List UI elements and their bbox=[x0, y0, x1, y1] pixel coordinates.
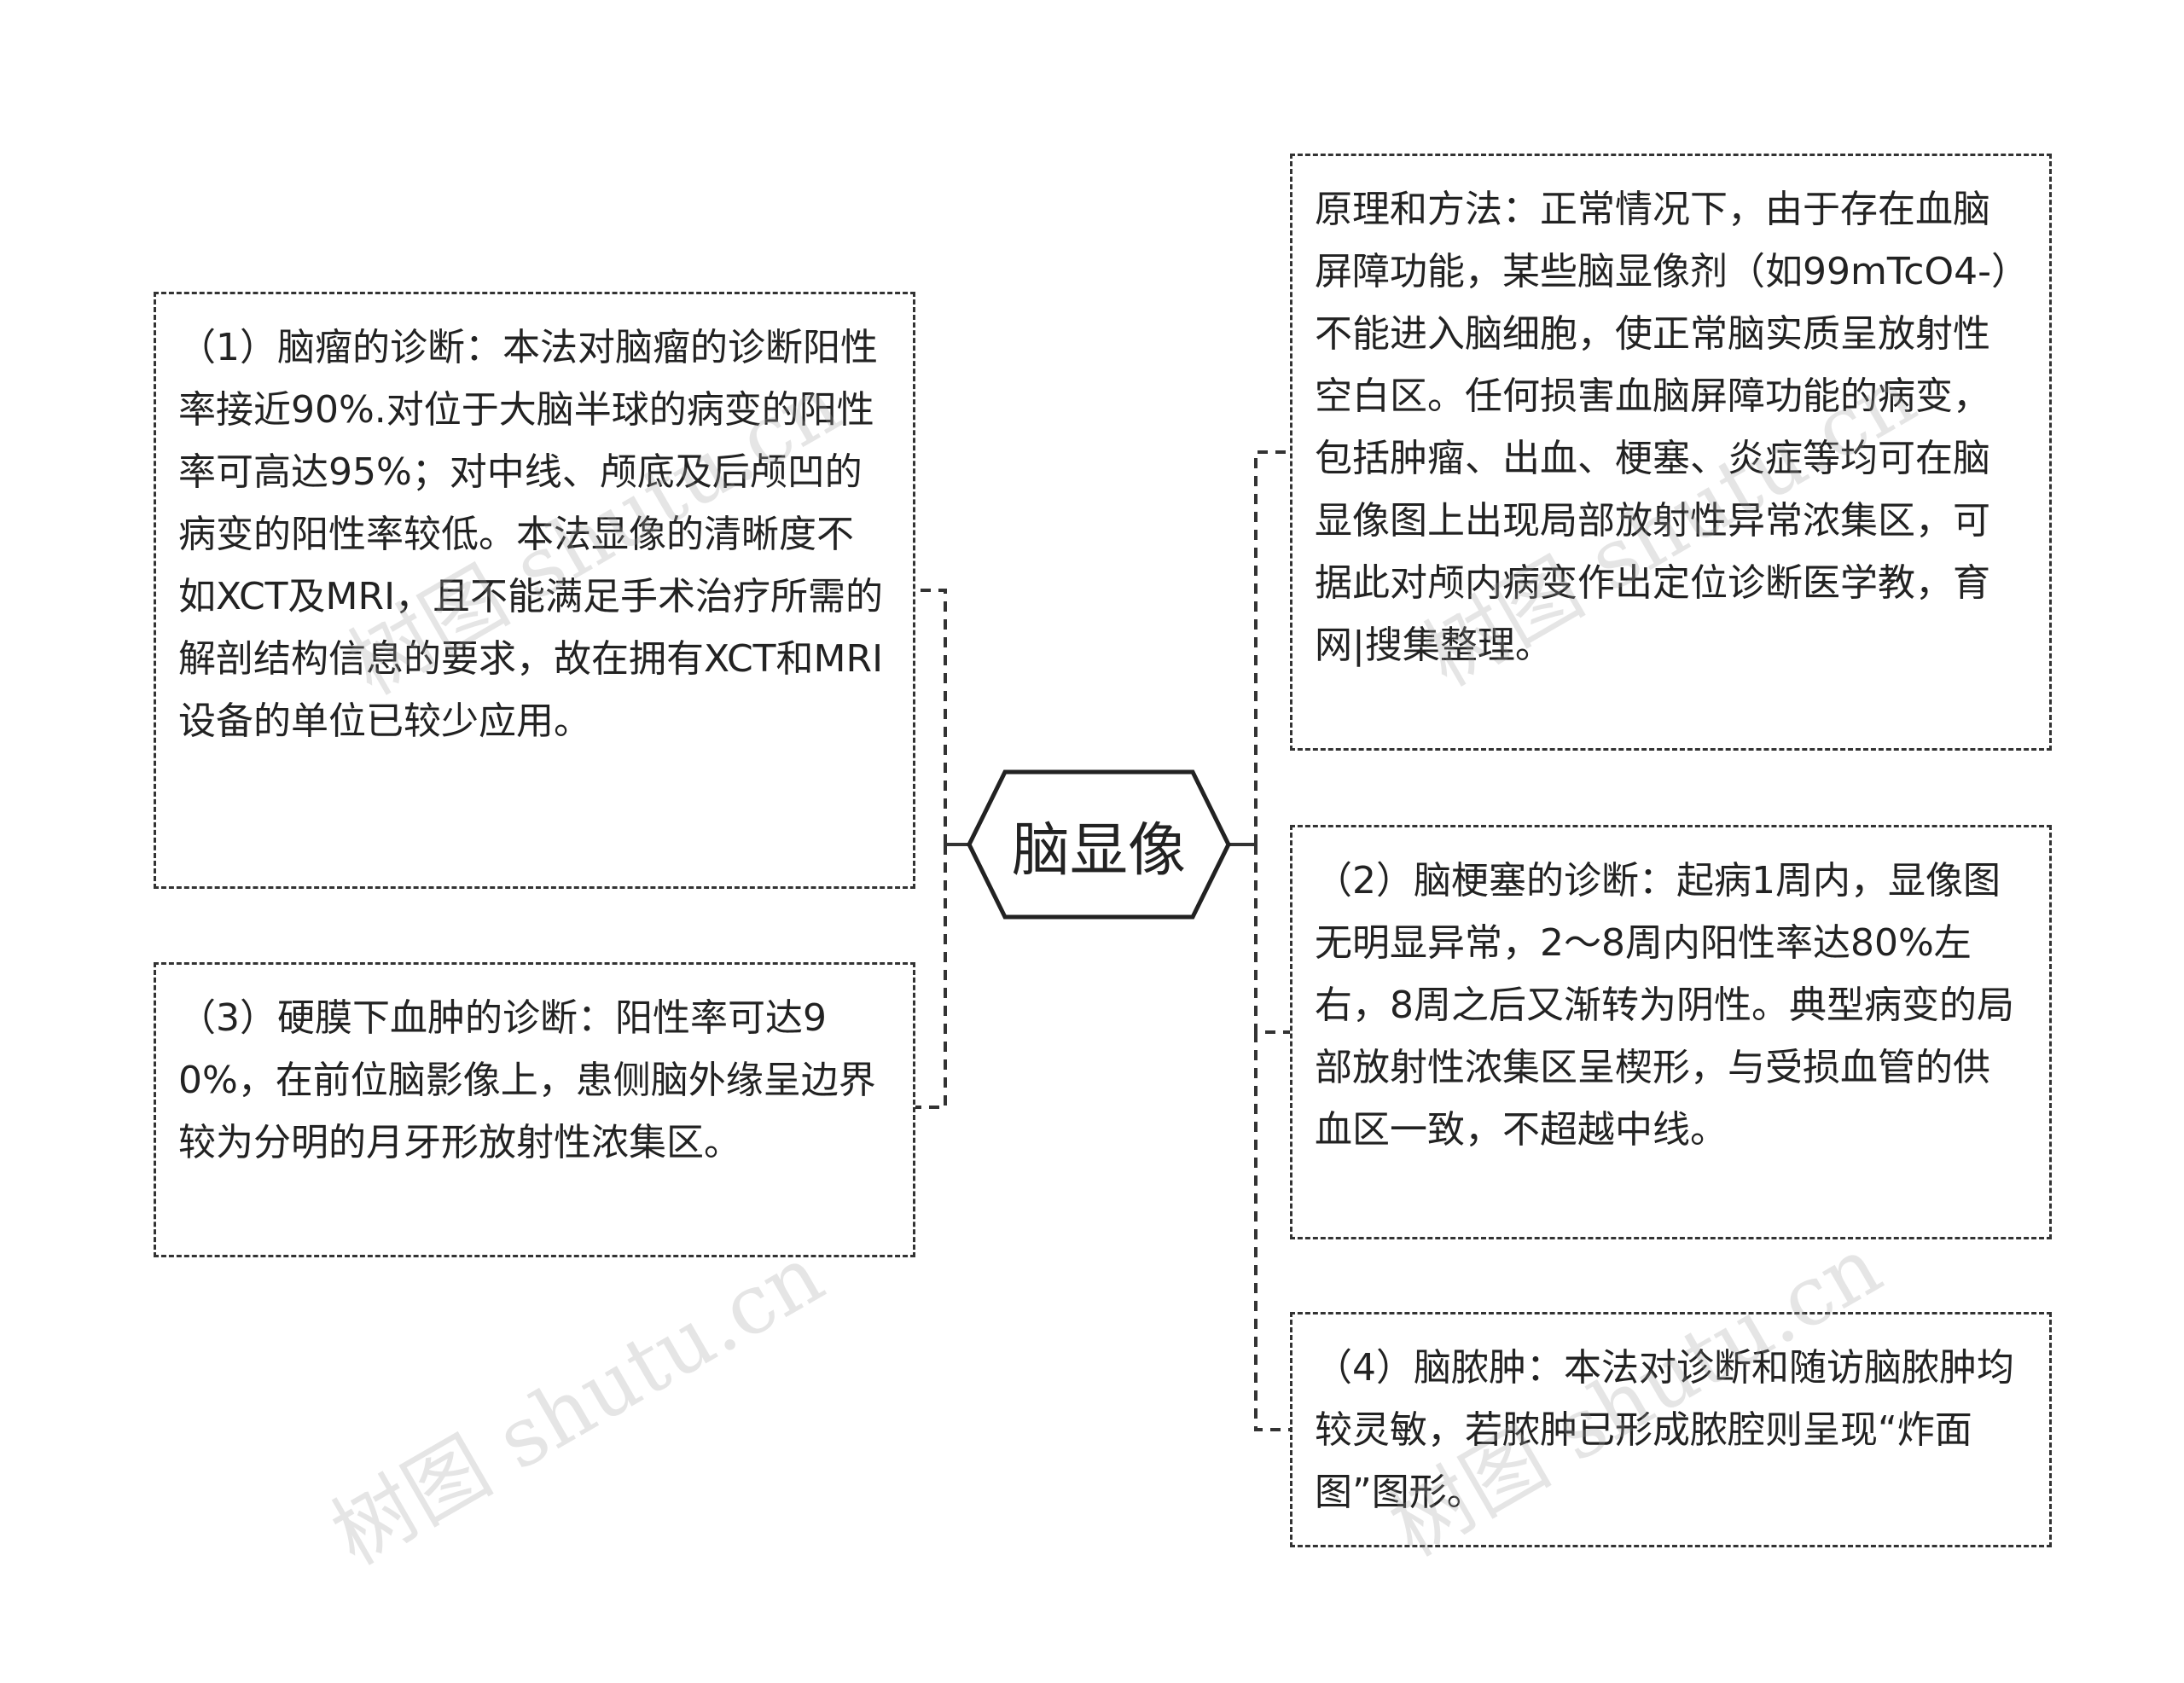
connector-left-2 bbox=[915, 844, 947, 1109]
topic-node-brain-abscess[interactable]: （4）脑脓肿：本法对诊断和随访脑脓肿均较灵敏，若脓肿已形成脓腔则呈现“炸面图”图… bbox=[1290, 1312, 2052, 1547]
topic-node-principle-method[interactable]: 原理和方法：正常情况下，由于存在血脑屏障功能，某些脑显像剂（如99mTcO4-）… bbox=[1290, 154, 2052, 751]
center-topic[interactable]: 脑显像 bbox=[1011, 816, 1186, 885]
topic-node-subdural-hematoma[interactable]: （3）硬膜下血肿的诊断：阳性率可达90%，在前位脑影像上，患侧脑外缘呈边界较为分… bbox=[154, 962, 915, 1257]
topic-node-brain-tumor[interactable]: （1）脑瘤的诊断：本法对脑瘤的诊断阳性率接近90%.对位于大脑半球的病变的阳性率… bbox=[154, 292, 915, 889]
connector-left-1 bbox=[915, 589, 947, 844]
connector-right-1 bbox=[1254, 450, 1290, 844]
topic-node-cerebral-infarction[interactable]: （2）脑梗塞的诊断：起病1周内，显像图无明显异常，2～8周内阳性率达80%左右，… bbox=[1290, 825, 2052, 1239]
connector-right-3 bbox=[1254, 1032, 1290, 1431]
center-hexagon bbox=[967, 769, 1231, 920]
connector-right-2 bbox=[1254, 844, 1290, 1034]
